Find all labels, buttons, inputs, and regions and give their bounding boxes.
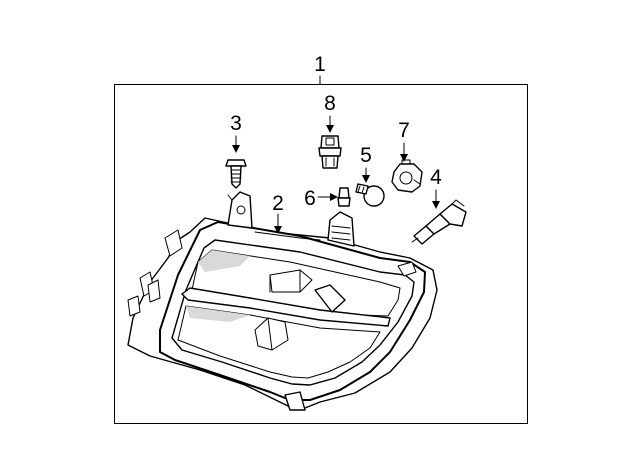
bolt-icon[interactable] — [225, 159, 247, 189]
callout-1[interactable]: 1 — [314, 53, 326, 85]
bulb-icon[interactable] — [355, 183, 385, 207]
socket-icon[interactable] — [318, 135, 342, 169]
callout-4-label: 4 — [430, 166, 442, 189]
callout-1-label: 1 — [314, 53, 326, 76]
twist-socket-icon[interactable] — [391, 159, 423, 193]
headlamp-icon[interactable] — [127, 191, 438, 411]
callout-2-label: 2 — [272, 192, 284, 215]
callout-6[interactable]: 6 — [304, 187, 338, 210]
callout-7[interactable]: 7 — [398, 119, 410, 162]
assembly-frame — [114, 84, 528, 424]
callout-4[interactable]: 4 — [430, 166, 442, 209]
wedge-bulb-icon[interactable] — [337, 187, 351, 207]
halogen-bulb-icon[interactable] — [411, 199, 467, 245]
callout-2[interactable]: 2 — [272, 192, 284, 234]
callout-8[interactable]: 8 — [324, 92, 336, 133]
callout-5[interactable]: 5 — [360, 144, 372, 183]
callout-6-label: 6 — [304, 187, 316, 210]
callout-8-label: 8 — [324, 92, 336, 115]
callout-5-label: 5 — [360, 144, 372, 167]
callout-7-label: 7 — [398, 119, 410, 142]
callout-3-label: 3 — [230, 112, 242, 135]
callout-3[interactable]: 3 — [230, 112, 242, 153]
